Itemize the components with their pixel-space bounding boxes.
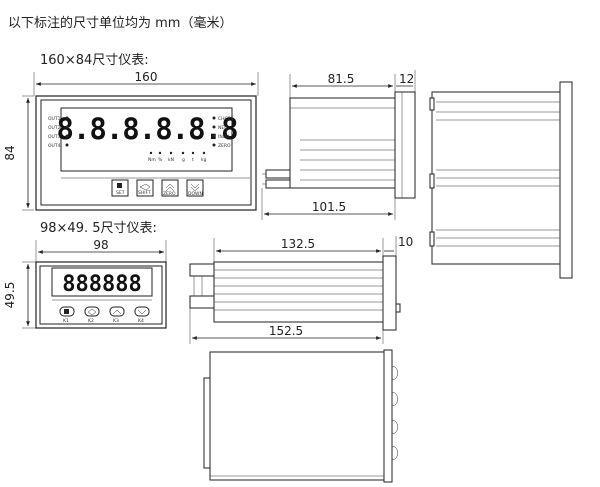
small-depth-label: 132.5 (281, 237, 315, 251)
large-unit-labels: Nm % kN g t kg (148, 151, 207, 163)
unit-label-nm: Nm (148, 157, 156, 163)
small-height-label: 49.5 (3, 282, 17, 309)
page-heading: 以下标注的尺寸单位均为 mm（毫米） (8, 15, 232, 31)
small-unit-caption: 98×49. 5尺寸仪表: (40, 221, 157, 236)
shift-icon (139, 183, 151, 191)
small-digit-display: 888888 (62, 272, 141, 297)
small-front-view: 98 49.5 888888 K1 K2 K3 K4 (3, 238, 167, 329)
small-top-view (203, 349, 399, 483)
large-front-view: 160 84 8.8.8.8.8.8 OUT1 OUT2 OUT3 OUT4 C… (3, 70, 259, 211)
square-icon (64, 309, 69, 314)
large-digit-display: 8.8.8.8.8.8 (56, 112, 237, 146)
unit-label-kg: kg (201, 157, 207, 163)
large-flange-label: 12 (399, 72, 414, 86)
unit-label-g: g (182, 158, 185, 163)
indicator-out1: OUT1 (48, 116, 61, 122)
indicator-out2: OUT2 (48, 125, 61, 131)
unit-label-kn: kN (168, 157, 174, 163)
large-top-view (429, 81, 573, 279)
indicator-out4: OUT4 (48, 143, 61, 149)
small-flange-label: 10 (398, 235, 413, 249)
button-label-zero: ZERO (163, 191, 176, 197)
small-width-label: 98 (93, 238, 108, 252)
small-buttons: K1 K2 K3 K4 (59, 306, 150, 324)
large-left-indicators: OUT1 OUT2 OUT3 OUT4 (48, 116, 69, 149)
chevron-down-icon (137, 309, 147, 315)
unit-label-t: t (192, 157, 194, 163)
shift-icon (87, 308, 97, 316)
indicator-chces: CHCES (218, 116, 234, 122)
button-label-k2: K2 (88, 318, 94, 324)
unit-label-percent: % (158, 157, 163, 163)
large-total-label: 101.5 (312, 200, 346, 214)
large-height-label: 84 (3, 145, 17, 160)
large-right-indicators: CHCES NEU INDU ZERO (212, 116, 234, 149)
indicator-zero: ZERO (218, 143, 231, 149)
button-label-shift: SHIFT (138, 190, 151, 196)
chevron-up-icon (165, 183, 175, 192)
button-label-k3: K3 (113, 318, 119, 324)
small-total-label: 152.5 (269, 324, 303, 338)
indicator-neu: NEU (218, 125, 228, 131)
square-icon (117, 183, 122, 188)
indicator-indu: INDU (218, 134, 229, 140)
large-unit-caption: 160×84尺寸仪表: (40, 53, 149, 68)
large-side-view: 81.5 12 101.5 (261, 70, 416, 220)
large-width-label: 160 (135, 70, 158, 84)
button-label-k1: K1 (63, 318, 69, 324)
indicator-out3: OUT3 (48, 134, 61, 140)
large-buttons: SET SHIFT ZERO DOWN (111, 179, 204, 197)
chevron-down-icon (190, 183, 200, 192)
chevron-up-icon (112, 309, 122, 315)
button-label-k4: K4 (138, 318, 144, 324)
button-label-down: DOWN (188, 191, 203, 197)
button-label-set: SET (116, 190, 125, 196)
small-side-view: 132.5 10 152.5 (189, 235, 413, 344)
large-depth-label: 81.5 (328, 72, 355, 86)
